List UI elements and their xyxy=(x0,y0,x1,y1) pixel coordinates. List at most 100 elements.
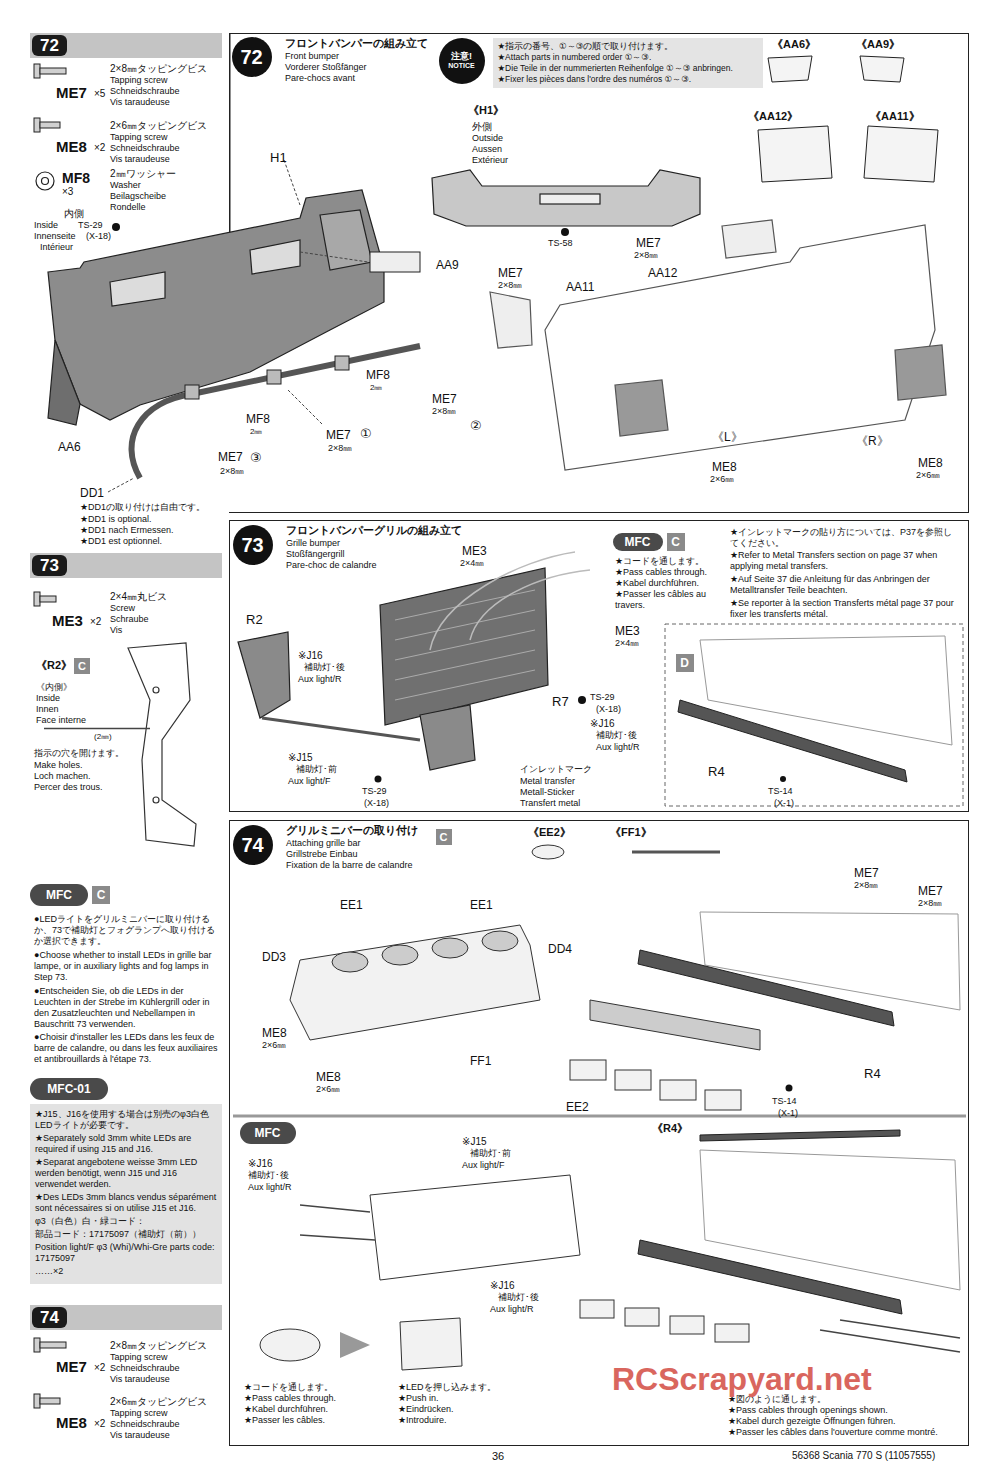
part-label: R4 xyxy=(708,764,725,780)
bumper-assembly xyxy=(545,225,935,470)
node-text: 部品コード：17175097（補助灯（前）） xyxy=(35,1229,217,1240)
grille-outline xyxy=(700,912,960,1010)
washer-icon xyxy=(36,172,54,190)
part-label: ③ xyxy=(250,450,262,466)
part-r2-sidebar xyxy=(128,643,196,846)
part-label: ★コードを通します。 xyxy=(244,1382,333,1393)
screw-icon xyxy=(34,64,40,78)
mfc-badge: MFC-01 xyxy=(30,1078,108,1100)
step-header-bar: 74 xyxy=(30,1305,222,1330)
mfc-badge: MFC xyxy=(613,533,663,551)
node-text: 72 xyxy=(240,47,262,67)
node-text: ……×2 xyxy=(35,1266,217,1277)
part-label: Innenseite xyxy=(34,231,76,242)
lamp-parts xyxy=(260,845,760,1370)
lens-icon xyxy=(758,126,832,182)
grille-mesh xyxy=(395,590,535,620)
part-label: Intérieur xyxy=(40,242,73,253)
lamp-parts xyxy=(715,1324,749,1342)
part-label: ME8 xyxy=(918,456,943,471)
node-text: MFC xyxy=(625,535,651,549)
part-label: 外側 xyxy=(472,121,492,133)
part-label: ME7 xyxy=(498,266,523,281)
part-label: ME7 xyxy=(432,392,457,407)
part-label: Inside xyxy=(36,693,60,704)
bumper-assembly xyxy=(895,345,946,400)
node-text: D xyxy=(680,656,689,670)
grille-mesh xyxy=(395,590,535,700)
part-label: Outside xyxy=(472,133,503,144)
part-label: Screw xyxy=(110,603,135,614)
washer-icon xyxy=(42,178,49,185)
led-pin xyxy=(300,1205,960,1352)
part-label: ME7 xyxy=(218,450,243,465)
step-panel: グリルミニバーの取り付けAttaching grille barGrillstr… xyxy=(229,820,969,1446)
part-label: MF8 xyxy=(62,170,90,187)
grille-bar-dd1 xyxy=(132,346,420,478)
part-label: 《内側》 xyxy=(36,682,72,693)
lens-icon xyxy=(768,56,812,82)
part-label: H1 xyxy=(270,150,287,166)
part-label: ME7 xyxy=(56,1358,87,1376)
node-text: MFC xyxy=(255,1126,281,1140)
node-text: 74 xyxy=(241,835,263,855)
part-label: 《L》 xyxy=(712,430,743,445)
rod-ff1 xyxy=(632,851,720,854)
part-label: 《AA6》 xyxy=(772,38,816,51)
node-text: 72 xyxy=(32,35,67,56)
part-label: 《R4》 xyxy=(652,1122,688,1135)
node-text: ★Fixer les pièces dans l'ordre des numér… xyxy=(498,74,758,85)
part-label: ME3 xyxy=(615,624,640,639)
part-label: 36 xyxy=(492,1450,504,1463)
grille-bar-dd1 xyxy=(132,346,420,478)
part-label: Aux light/R xyxy=(298,674,342,685)
lower-bar xyxy=(262,718,420,740)
part-label: AA6 xyxy=(58,440,81,455)
part-label: ★Refer to Metal Transfers section on pag… xyxy=(730,550,958,572)
transfer-marker xyxy=(780,776,786,782)
option-letter: C xyxy=(74,658,90,674)
node-text: ★Separat angebotene weisse 3mm LED werde… xyxy=(35,1157,217,1190)
led-wire xyxy=(430,552,590,650)
part-label: TS-29 xyxy=(78,220,103,231)
bar-r4 xyxy=(700,1130,900,1141)
node-text: C xyxy=(440,831,448,843)
part-label: (2㎜) xyxy=(94,732,112,742)
part-label: ×5 xyxy=(94,88,105,100)
part-label: Vis taraudeuse xyxy=(110,1430,170,1441)
part-r2-sidebar xyxy=(153,797,159,803)
led-pin xyxy=(840,1320,960,1338)
part-label: ×2 xyxy=(94,142,105,154)
led-pin xyxy=(300,1235,375,1240)
leader-line xyxy=(300,252,368,262)
part-label: ※J15 xyxy=(288,752,313,764)
bumper-h1 xyxy=(48,190,384,420)
node-text: Pare-chocs avant xyxy=(285,73,355,83)
part-r2-sidebar xyxy=(153,687,159,693)
part-label: MF8 xyxy=(246,412,270,427)
part-label: 2×4㎜ xyxy=(615,638,639,649)
bar-clamp xyxy=(335,356,349,370)
part-label: DD1 xyxy=(80,486,104,501)
option-letter: C xyxy=(667,533,685,551)
lamp-parts xyxy=(660,1080,696,1100)
part-label: Rondelle xyxy=(110,202,146,213)
step-number: 72 xyxy=(232,37,272,77)
watermark: RCScrapyard.net xyxy=(612,1360,872,1399)
part-label: ★DD1 is optional. xyxy=(80,514,152,525)
part-label: Schneidschraube xyxy=(110,1363,180,1374)
node-text: フロントバンパーグリルの組み立て xyxy=(286,524,462,537)
part-label: ●Choose whether to install LEDs in grill… xyxy=(34,950,222,983)
part-label: 2㎜ワッシャー xyxy=(110,168,176,180)
lens-part xyxy=(370,252,420,272)
part-label: 補助灯･前 xyxy=(470,1148,511,1159)
part-label: ① xyxy=(360,426,372,442)
node-text: ★Die Teile in der nummerierten Reihenfol… xyxy=(498,63,758,74)
part-label: ★Introduire. xyxy=(398,1415,447,1426)
part-label: ★Passer les câbles dans l'ouverture comm… xyxy=(728,1427,938,1438)
node-text: C xyxy=(97,888,106,902)
part-label: Vis taraudeuse xyxy=(110,1374,170,1385)
part-label: MF8 xyxy=(366,368,390,383)
part-label: FF1 xyxy=(470,1054,491,1069)
node-text: MFC-01 xyxy=(47,1082,90,1096)
